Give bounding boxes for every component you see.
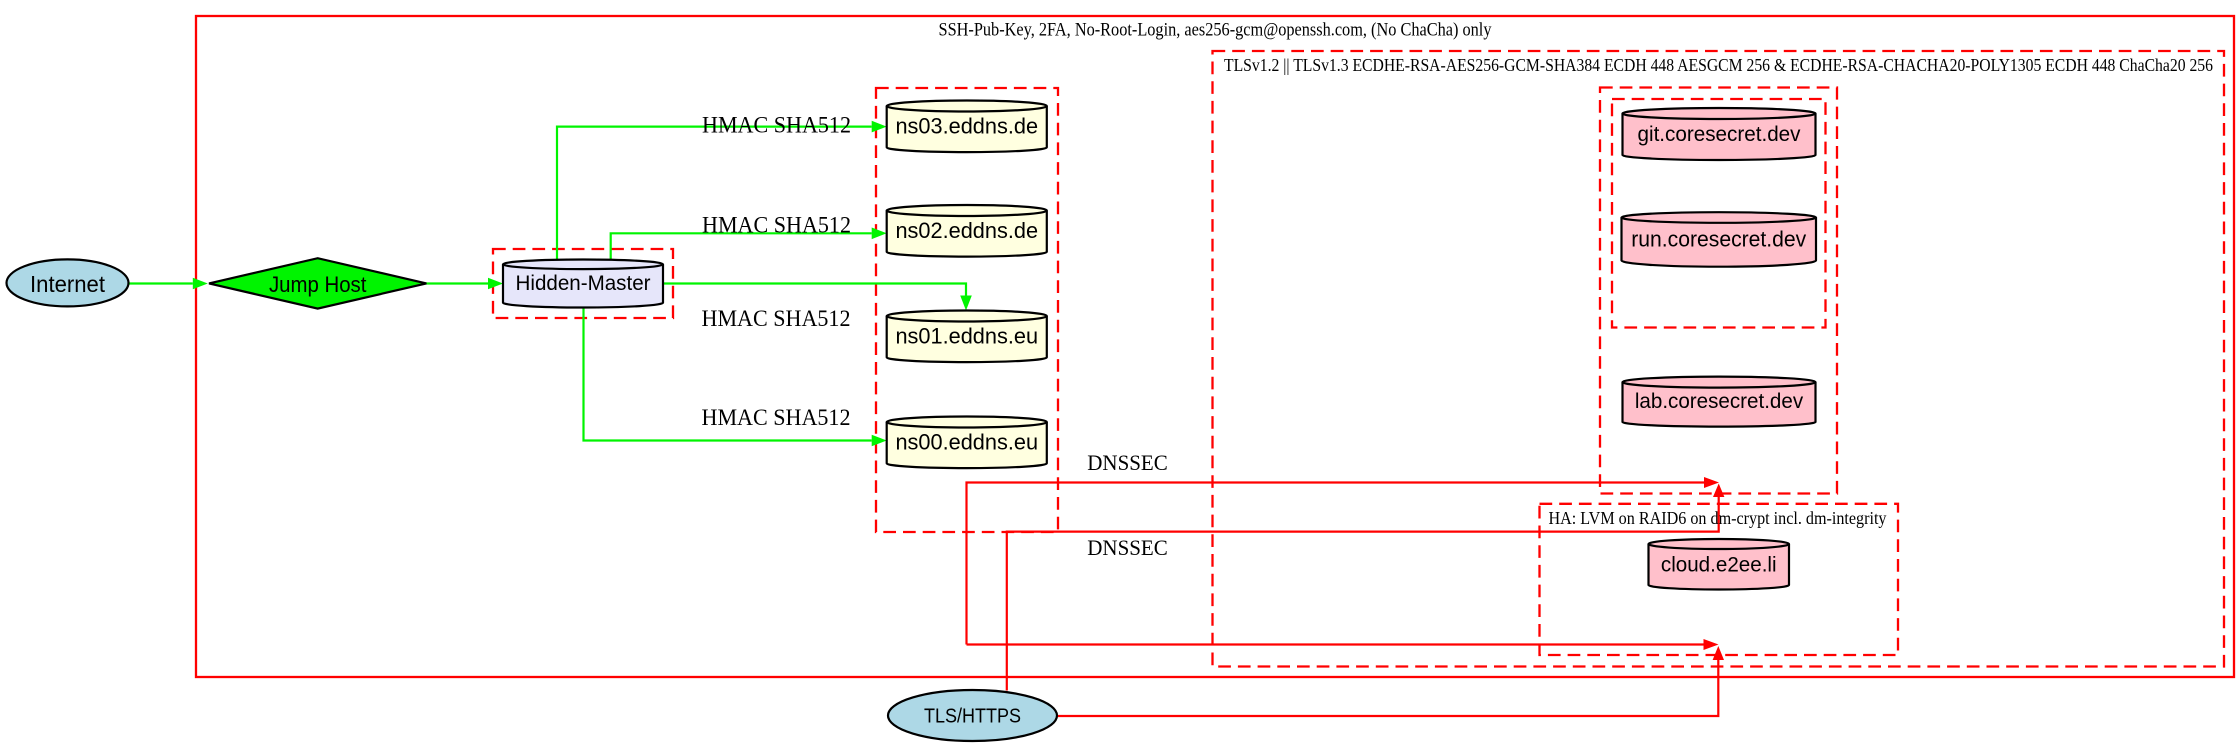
svg-text:ns01.eddns.eu: ns01.eddns.eu [895,324,1038,349]
svg-text:ns00.eddns.eu: ns00.eddns.eu [895,430,1038,455]
svg-text:HMAC SHA512: HMAC SHA512 [702,212,851,238]
svg-text:HMAC SHA512: HMAC SHA512 [702,306,851,332]
svg-text:ns02.eddns.de: ns02.eddns.de [895,218,1038,243]
svg-text:lab.coresecret.dev: lab.coresecret.dev [1635,389,1804,413]
svg-text:TLSv1.2 || TLSv1.3 ECDHE-RSA-A: TLSv1.2 || TLSv1.3 ECDHE-RSA-AES256-GCM-… [1224,55,2213,75]
svg-text:DNSSEC: DNSSEC [1087,535,1168,560]
svg-text:git.coresecret.dev: git.coresecret.dev [1638,122,1801,146]
svg-text:HMAC SHA512: HMAC SHA512 [702,113,851,139]
svg-text:SSH-Pub-Key, 2FA, No-Root-Logi: SSH-Pub-Key, 2FA, No-Root-Login, aes256-… [939,21,1493,41]
svg-text:ns03.eddns.de: ns03.eddns.de [895,114,1038,139]
svg-text:Hidden-Master: Hidden-Master [516,271,651,295]
svg-text:TLS/HTTPS: TLS/HTTPS [924,706,1021,728]
svg-text:Internet: Internet [30,271,106,297]
svg-text:cloud.e2ee.li: cloud.e2ee.li [1661,553,1777,577]
svg-text:HMAC SHA512: HMAC SHA512 [702,405,851,431]
svg-text:HA: LVM on RAID6 on dm-crypt i: HA: LVM on RAID6 on dm-crypt incl. dm-in… [1549,508,1887,528]
svg-text:run.coresecret.dev: run.coresecret.dev [1631,226,1806,251]
svg-text:DNSSEC: DNSSEC [1087,450,1168,475]
svg-text:Jump Host: Jump Host [269,272,367,297]
